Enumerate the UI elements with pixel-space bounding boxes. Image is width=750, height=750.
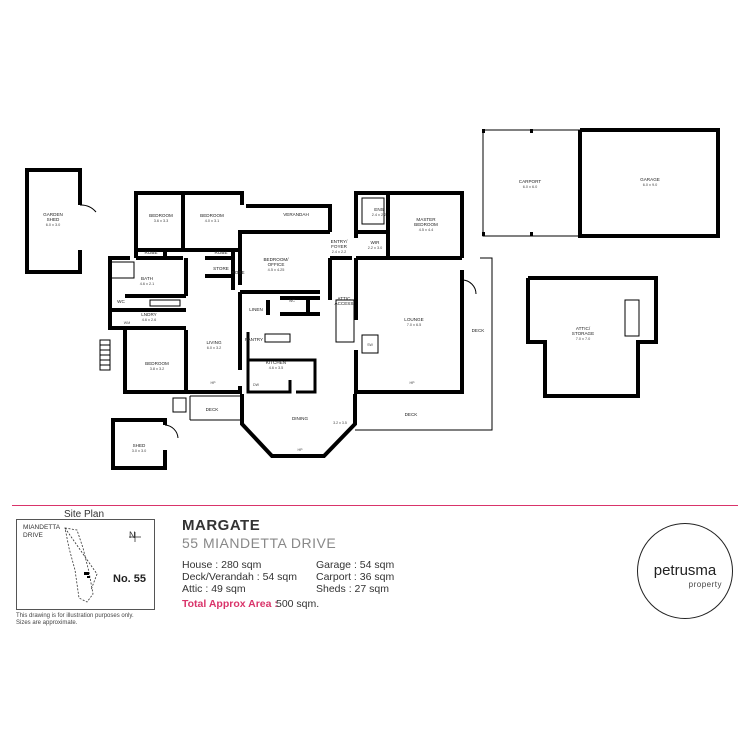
total-area-label: Total Approx Area : xyxy=(182,598,278,610)
room-label: DECK xyxy=(206,407,220,412)
property-name: MARGATE xyxy=(182,517,261,534)
room-label: VERANDAH xyxy=(283,212,309,217)
area-garage: Garage : 54 sqm xyxy=(316,559,395,571)
small-label: HP xyxy=(211,381,217,385)
room-label: DINING xyxy=(292,416,309,421)
disclaimer-line-1: This drawing is for illustration purpose… xyxy=(16,613,134,619)
small-labels: HP HP HP DW SW WM WC 3.2 x 3.5 xyxy=(124,299,415,452)
house-left-wing xyxy=(99,191,352,413)
area-deck: Deck/Verandah : 54 sqm xyxy=(182,571,297,583)
room-label: ROBE xyxy=(231,270,244,275)
dining-bay xyxy=(189,257,493,458)
small-label: HP xyxy=(298,448,304,452)
room-label: ROBE xyxy=(144,250,157,255)
area-attic: Attic : 49 sqm xyxy=(182,583,246,595)
site-plan-title: Site Plan xyxy=(64,509,105,520)
total-area-value: 500 sqm. xyxy=(276,598,320,610)
room-label: ROBE xyxy=(214,250,227,255)
property-address: 55 MIANDETTA DRIVE xyxy=(182,535,337,551)
room-label: DECK xyxy=(405,412,419,417)
garden-shed xyxy=(25,168,97,274)
site-plan-map: MIANDETTA DRIVE N No. 55 xyxy=(16,519,155,610)
attic-storage xyxy=(526,276,658,398)
small-label: 3.2 x 3.5 xyxy=(333,421,347,425)
room-label: LINEN xyxy=(249,307,263,312)
small-label: SW xyxy=(367,343,373,347)
small-label: HP xyxy=(410,381,416,385)
disclaimer-line-2: Sizes are approximate. xyxy=(16,620,78,626)
shed xyxy=(111,418,179,470)
area-carport: Carport : 36 sqm xyxy=(316,571,395,583)
area-sheds: Sheds : 27 sqm xyxy=(316,583,389,595)
area-house: House : 280 sqm xyxy=(182,559,262,571)
small-label: WM xyxy=(124,321,130,325)
logo-tagline: property xyxy=(688,580,722,589)
site-street-label: MIANDETTA DRIVE xyxy=(23,524,61,539)
room-label: STORE xyxy=(213,266,229,271)
small-label: WC xyxy=(289,299,295,303)
small-label: DW xyxy=(253,383,260,387)
house-right-wing xyxy=(335,191,477,394)
carport-garage xyxy=(482,128,720,238)
room-label: DECK xyxy=(472,328,486,333)
lot-number: No. 55 xyxy=(113,573,147,585)
petrusma-logo: petrusma property xyxy=(637,523,733,619)
pink-divider xyxy=(12,505,738,506)
north-label: N xyxy=(129,530,136,540)
logo-brand: petrusma xyxy=(653,562,717,579)
room-label: WC xyxy=(117,299,125,304)
room-label: PANTRY xyxy=(245,337,263,342)
